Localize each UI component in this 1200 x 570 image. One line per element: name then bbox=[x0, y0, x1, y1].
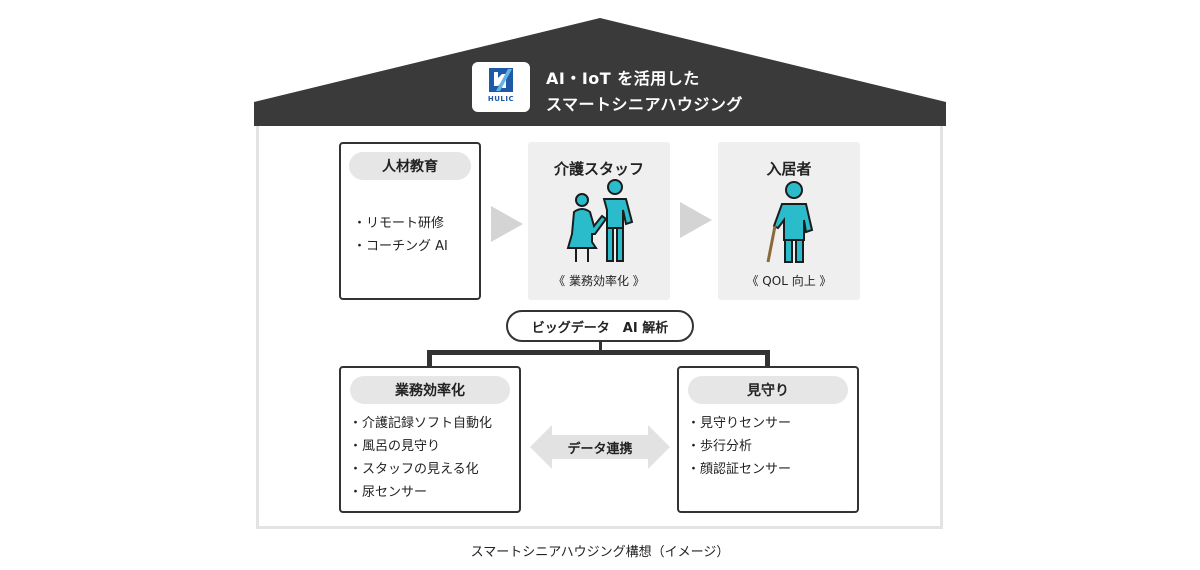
resident-subtitle: 《 QOL 向上 》 bbox=[746, 274, 832, 288]
education-list: リモート研修 コーチング AI bbox=[353, 212, 448, 258]
resident-box: 入居者 《 QOL 向上 》 bbox=[718, 142, 860, 300]
monitoring-box: 見守り 見守りセンサー 歩行分析 顔認証センサー bbox=[677, 366, 859, 513]
hulic-logo-mark-icon bbox=[489, 68, 513, 92]
double-arrow-icon bbox=[530, 425, 670, 469]
education-box: 人材教育 リモート研修 コーチング AI bbox=[339, 142, 481, 300]
list-item: 尿センサー bbox=[349, 481, 492, 504]
flow-arrow-icon bbox=[491, 206, 523, 242]
education-title: 人材教育 bbox=[349, 152, 471, 180]
efficiency-list: 介護記録ソフト自動化 風呂の見守り スタッフの見える化 尿センサー bbox=[349, 412, 492, 504]
staff-box: 介護スタッフ 《 業務効率化 》 bbox=[528, 142, 670, 300]
page-title-line1: AI・IoT を活用した bbox=[546, 69, 700, 88]
house-frame bbox=[256, 126, 943, 529]
list-item: 歩行分析 bbox=[687, 435, 791, 458]
list-item: コーチング AI bbox=[353, 235, 448, 258]
page-title-line2: スマートシニアハウジング bbox=[546, 95, 743, 114]
staff-subtitle: 《 業務効率化 》 bbox=[553, 274, 645, 288]
data-link-label: データ連携 bbox=[567, 442, 633, 457]
bigdata-ai-label: ビッグデータ AI 解析 bbox=[506, 310, 694, 342]
connector-line bbox=[765, 350, 770, 368]
efficiency-box: 業務効率化 介護記録ソフト自動化 風呂の見守り スタッフの見える化 尿センサー bbox=[339, 366, 521, 513]
staff-title: 介護スタッフ bbox=[553, 160, 644, 178]
connector-line bbox=[599, 342, 602, 352]
list-item: 風呂の見守り bbox=[349, 435, 492, 458]
figure-caption: スマートシニアハウジング構想（イメージ） bbox=[470, 545, 730, 560]
connector-line bbox=[427, 350, 432, 368]
resident-title: 入居者 bbox=[766, 160, 812, 178]
flow-arrow-icon bbox=[680, 202, 712, 238]
list-item: 介護記録ソフト自動化 bbox=[349, 412, 492, 435]
monitoring-title: 見守り bbox=[688, 376, 848, 404]
house-roof bbox=[254, 18, 946, 126]
list-item: 顔認証センサー bbox=[687, 458, 791, 481]
efficiency-title: 業務効率化 bbox=[350, 376, 510, 404]
list-item: スタッフの見える化 bbox=[349, 458, 492, 481]
hulic-logo: HULIC bbox=[472, 62, 530, 112]
list-item: 見守りセンサー bbox=[687, 412, 791, 435]
monitoring-list: 見守りセンサー 歩行分析 顔認証センサー bbox=[687, 412, 791, 481]
caregiver-and-elder-icon bbox=[566, 179, 634, 262]
logo-wordmark: HULIC bbox=[487, 95, 515, 103]
elderly-resident-icon bbox=[766, 181, 814, 263]
connector-line bbox=[427, 350, 770, 355]
list-item: リモート研修 bbox=[353, 212, 448, 235]
